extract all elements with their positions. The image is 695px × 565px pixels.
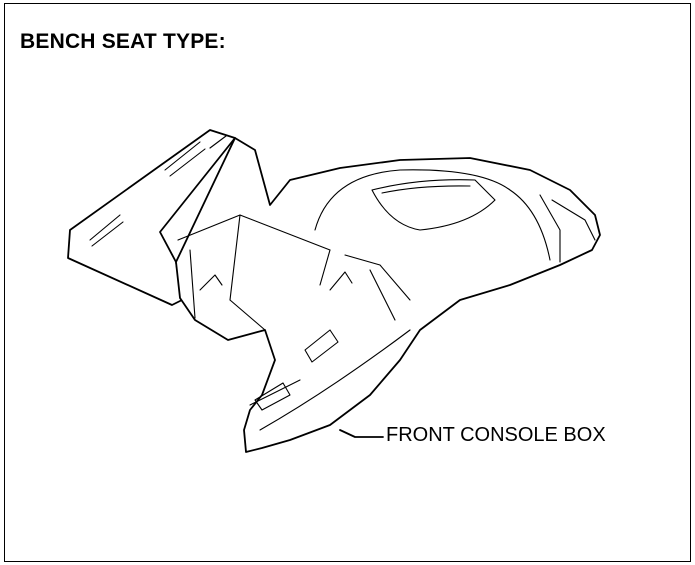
callout-label: FRONT CONSOLE BOX — [386, 424, 606, 446]
console-lid — [67, 129, 236, 306]
callout-leader-line — [339, 429, 384, 438]
console-body — [175, 137, 601, 453]
figure-heading: BENCH SEAT TYPE: — [20, 30, 226, 53]
